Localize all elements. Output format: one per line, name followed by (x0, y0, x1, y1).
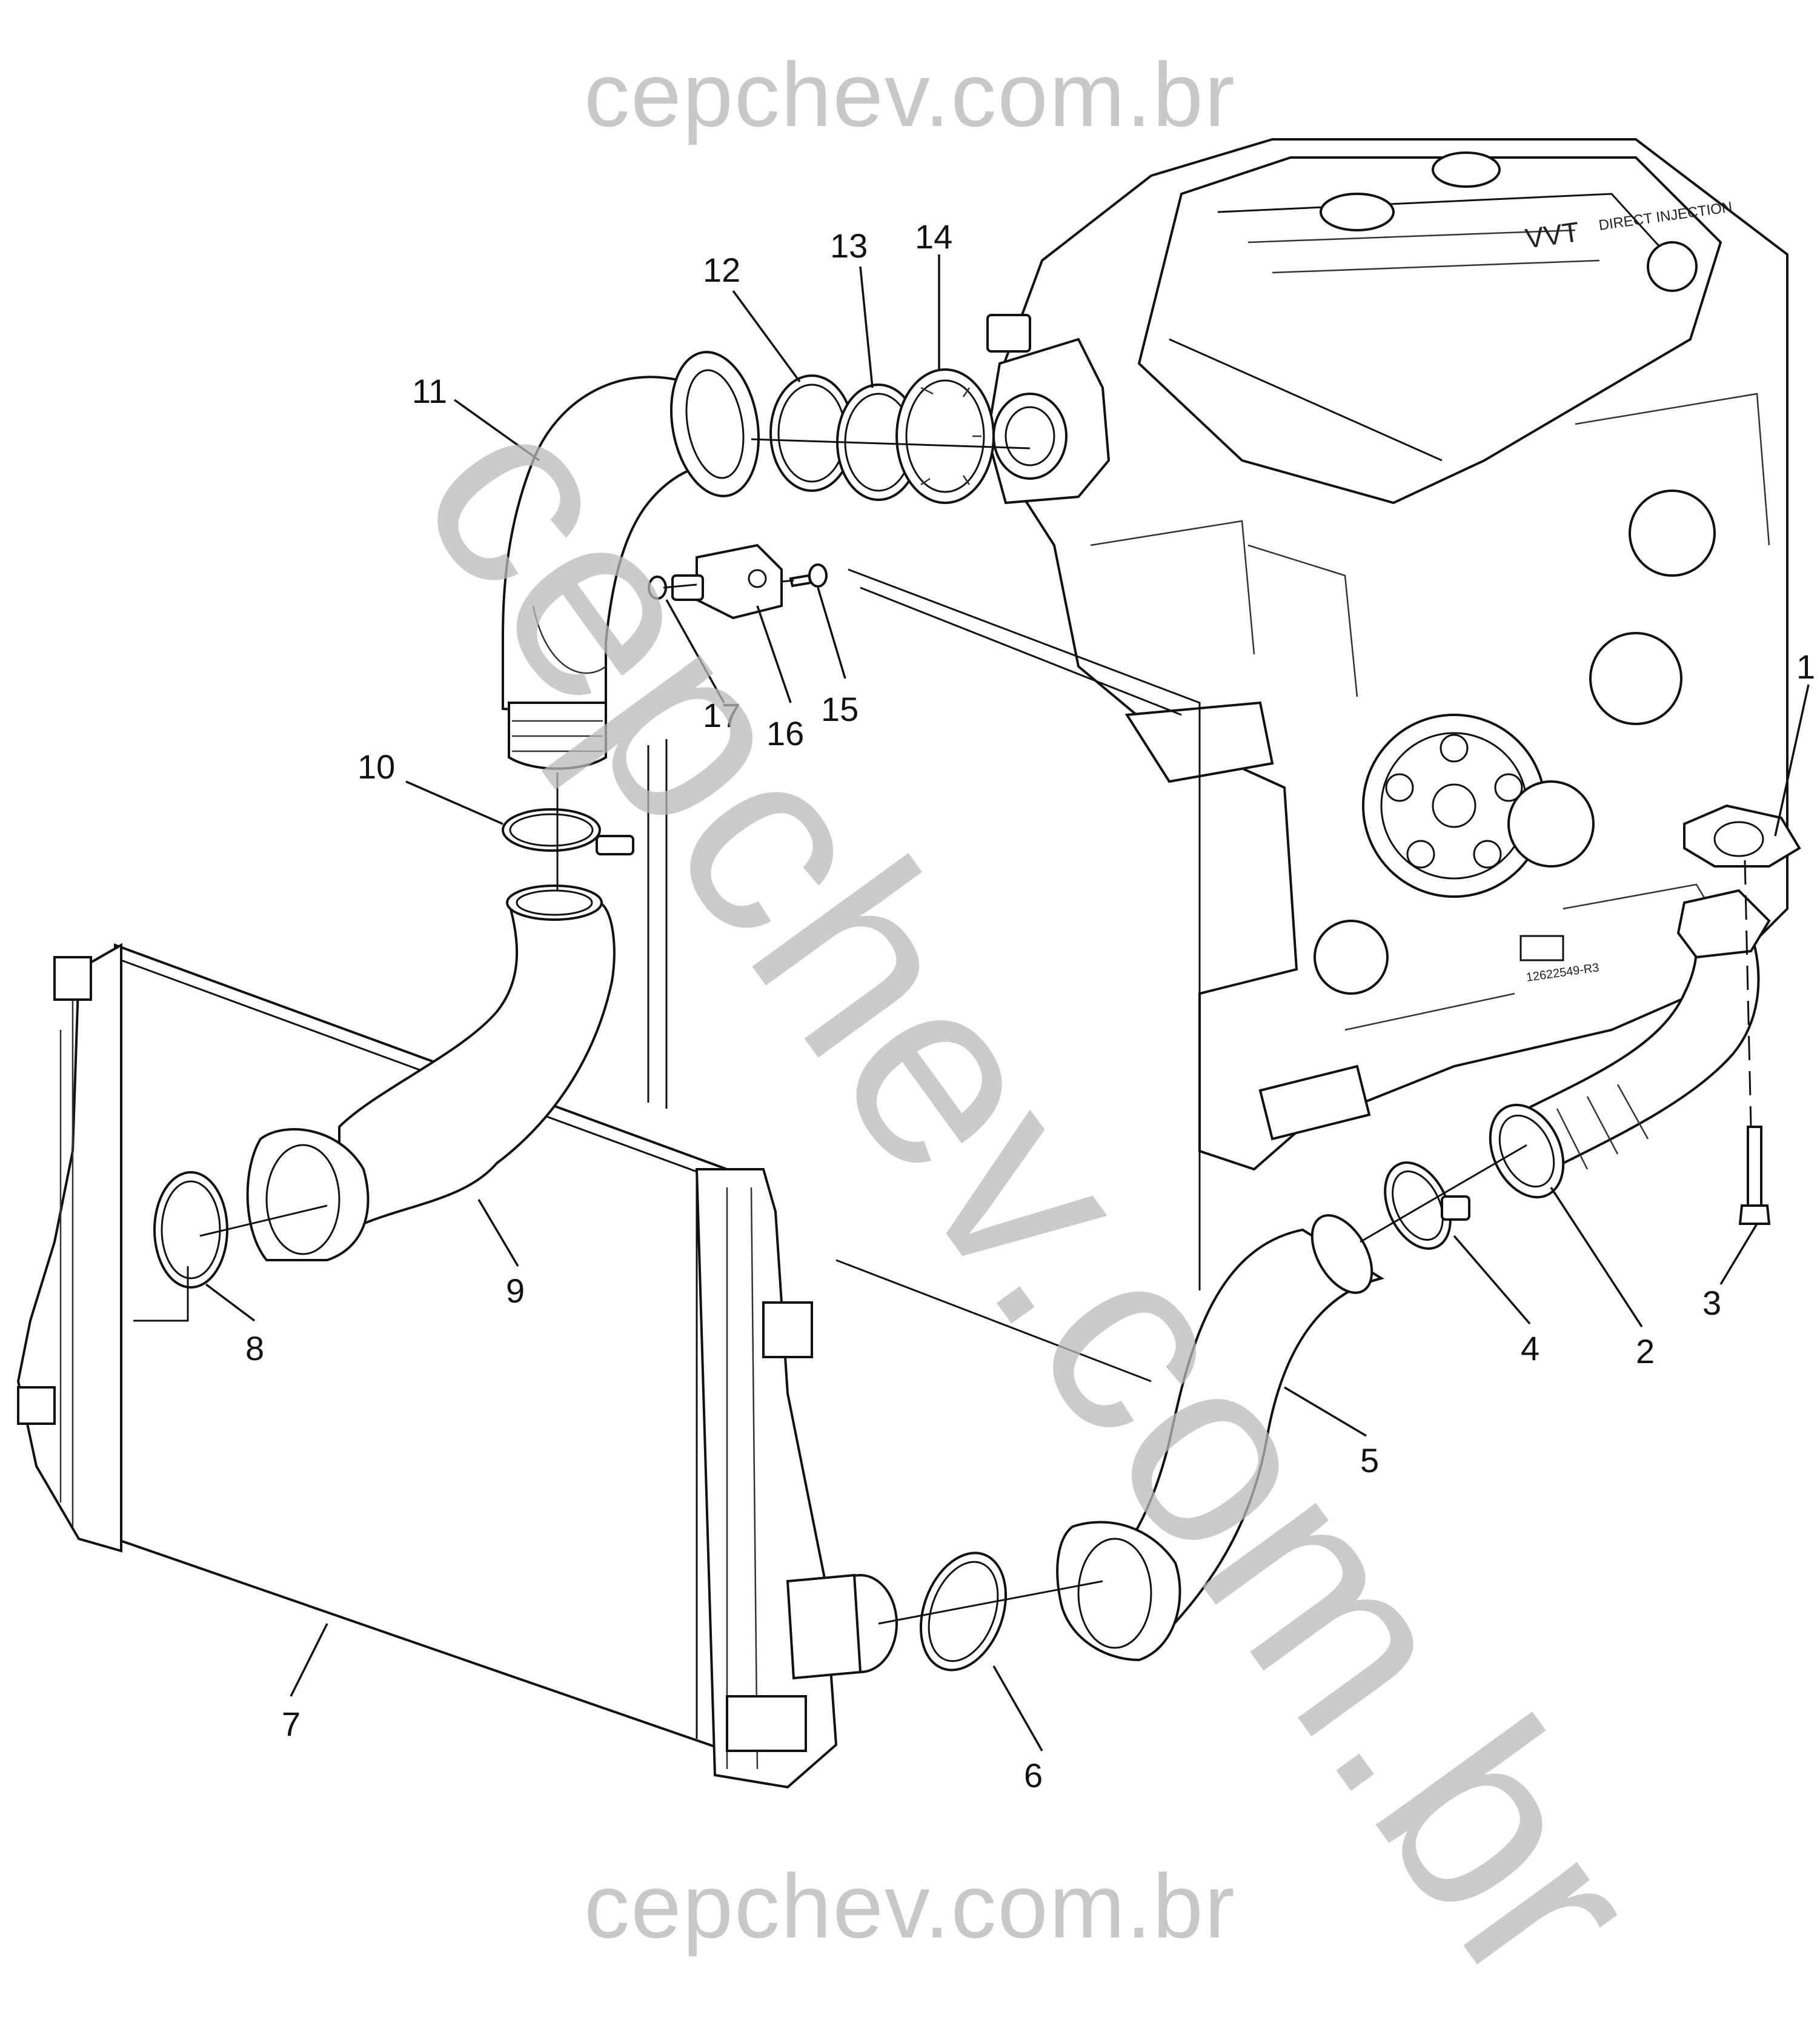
cover-text: VVT (1523, 216, 1581, 254)
watermark-bottom: cepchev.com.br (584, 1855, 1236, 1957)
callout-11: 11 (412, 372, 447, 410)
callout-8: 8 (245, 1329, 264, 1367)
leader-lines (205, 254, 1810, 1751)
callout-17: 17 (703, 696, 740, 734)
callout-15: 15 (821, 690, 859, 728)
hose-clamp-10 (502, 808, 634, 855)
seal-ring-6 (919, 1552, 1008, 1671)
charge-air-pipe-11 (502, 351, 760, 770)
callout-10: 10 (357, 748, 395, 786)
assembly-centerlines (133, 438, 1752, 1625)
callout-13: 13 (830, 227, 868, 265)
engine-tag-plate (1519, 935, 1564, 961)
watermark-top: cepchev.com.br (584, 44, 1236, 145)
callout-4: 4 (1521, 1329, 1539, 1367)
bolt-15 (789, 563, 828, 588)
engine-assembly: VVT DIRECT INJECTION 12622549-R3 (647, 138, 1788, 1382)
bolt-3 (1738, 1126, 1771, 1225)
retainer-ring-14 (895, 368, 995, 504)
callout-5: 5 (1360, 1441, 1379, 1479)
callout-14: 14 (915, 217, 952, 256)
callout-2: 2 (1636, 1332, 1655, 1370)
callout-12: 12 (703, 251, 740, 289)
callout-6: 6 (1024, 1756, 1043, 1794)
boost-sensor-16 (671, 543, 783, 620)
callout-1: 1 (1796, 648, 1815, 686)
callout-3: 3 (1702, 1284, 1721, 1322)
charge-air-hose-9 (246, 885, 616, 1261)
hose-clamp-4 (1384, 1161, 1470, 1250)
callout-9: 9 (506, 1272, 525, 1310)
gasket-1 (1683, 804, 1801, 868)
callout-16: 16 (766, 714, 804, 752)
callout-7: 7 (282, 1705, 301, 1743)
callout-labels: 1 2 3 4 5 6 7 8 9 10 11 12 13 14 15 16 1… (245, 217, 1815, 1794)
charge-air-hose-5 (1056, 1214, 1385, 1662)
seal-ring-8 (153, 1171, 228, 1289)
